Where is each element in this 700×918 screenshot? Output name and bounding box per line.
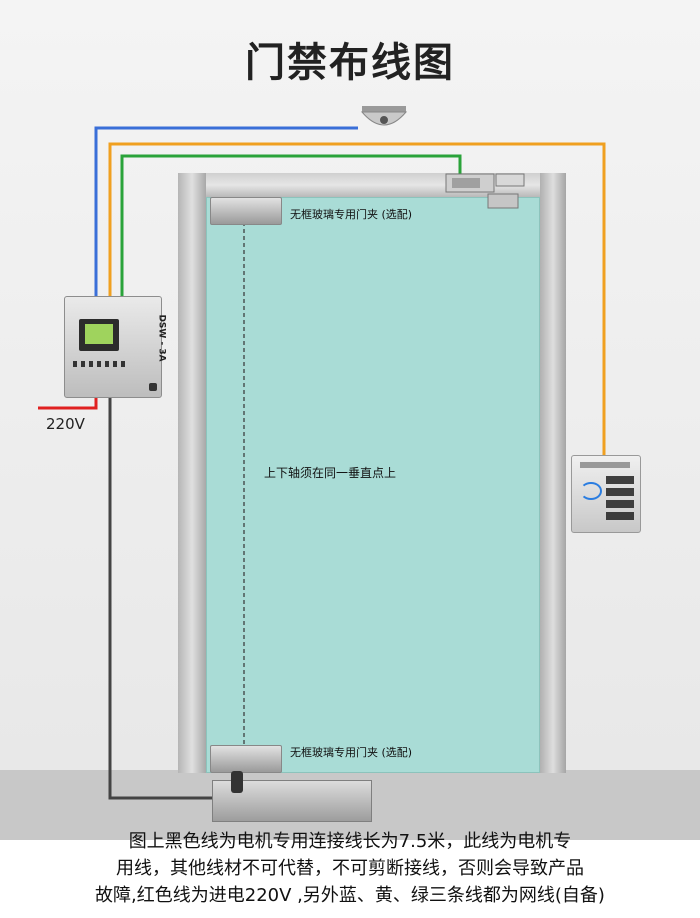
caption-line-2: 用线，其他线材不可代替，不可剪断接线，否则会导致产品: [116, 858, 584, 879]
door-frame-right: [540, 173, 566, 773]
top-door-clamp: [210, 197, 282, 225]
axis-note-label: 上下轴须在同一垂直点上: [264, 466, 397, 480]
terminal-strip: [73, 361, 129, 367]
wire-red: [38, 396, 98, 410]
keypad-brand-strip: [580, 462, 630, 468]
glass-door: [206, 197, 540, 773]
wire-green: [120, 154, 462, 298]
page-title: 门禁布线图: [245, 40, 455, 86]
motor-spindle: [231, 771, 243, 793]
power-switch-icon: [149, 383, 157, 391]
caption-line-3: 故障,红色线为进电220V ,另外蓝、黄、绿三条线都为网线(自备): [95, 885, 605, 906]
bottom-door-clamp: [210, 745, 282, 773]
controller-model-label: DSW - 3A: [156, 314, 167, 362]
caption-line-1: 图上黑色线为电机专用连接线长为7.5米，此线为电机专: [128, 831, 572, 852]
wire-yellow: [108, 142, 606, 458]
wire-blue: [94, 126, 358, 298]
keypad-icon: [571, 455, 641, 533]
dome-sensor-icon: [360, 106, 408, 126]
clamp-top-label: 无框玻璃专用门夹 (选配): [290, 208, 413, 221]
floor-spring-motor-icon: [212, 771, 372, 822]
door-frame-left: [178, 173, 206, 773]
power-label: 220V: [46, 415, 85, 433]
clamp-bottom-label: 无框玻璃专用门夹 (选配): [290, 746, 413, 759]
rfid-icon: [580, 482, 602, 500]
keypad-buttons: [606, 476, 634, 522]
lcd-display: [79, 319, 119, 351]
wire-black: [108, 396, 212, 800]
caption-text: 图上黑色线为电机专用连接线长为7.5米，此线为电机专 用线，其他线材不可代替，不…: [20, 828, 680, 909]
electric-lock-icon: [445, 173, 525, 209]
controller-box: DSW - 3A: [64, 296, 167, 398]
